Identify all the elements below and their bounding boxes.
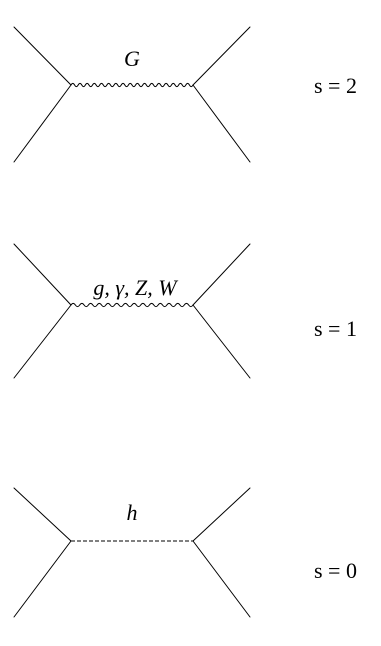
external-line-bottom-right bbox=[192, 304, 251, 379]
particle-label-graviton: G bbox=[124, 46, 140, 71]
external-line-bottom-right bbox=[192, 84, 251, 163]
particle-label-gauge-bosons: g, γ, Z, W bbox=[93, 275, 178, 300]
spin-label-1: s = 1 bbox=[314, 316, 357, 341]
gauge-boson-propagator bbox=[70, 302, 194, 308]
particle-label-higgs: h bbox=[127, 500, 138, 525]
spin-label-2: s = 2 bbox=[314, 73, 357, 98]
diagram-spin-2: G s = 2 bbox=[13, 26, 357, 163]
external-line-bottom-right bbox=[192, 540, 251, 618]
external-line-top-left bbox=[13, 487, 72, 542]
external-line-bottom-left bbox=[13, 540, 72, 618]
external-line-bottom-left bbox=[13, 304, 72, 379]
diagram-spin-0: h s = 0 bbox=[13, 487, 357, 618]
external-line-bottom-left bbox=[13, 84, 72, 163]
spin-label-0: s = 0 bbox=[314, 558, 357, 583]
diagram-spin-1: g, γ, Z, W s = 1 bbox=[13, 243, 357, 379]
external-line-top-right bbox=[192, 243, 251, 306]
external-line-top-left bbox=[13, 243, 72, 306]
external-line-top-right bbox=[192, 26, 251, 86]
graviton-propagator bbox=[70, 82, 194, 88]
external-line-top-left bbox=[13, 26, 72, 86]
external-line-top-right bbox=[192, 487, 251, 542]
